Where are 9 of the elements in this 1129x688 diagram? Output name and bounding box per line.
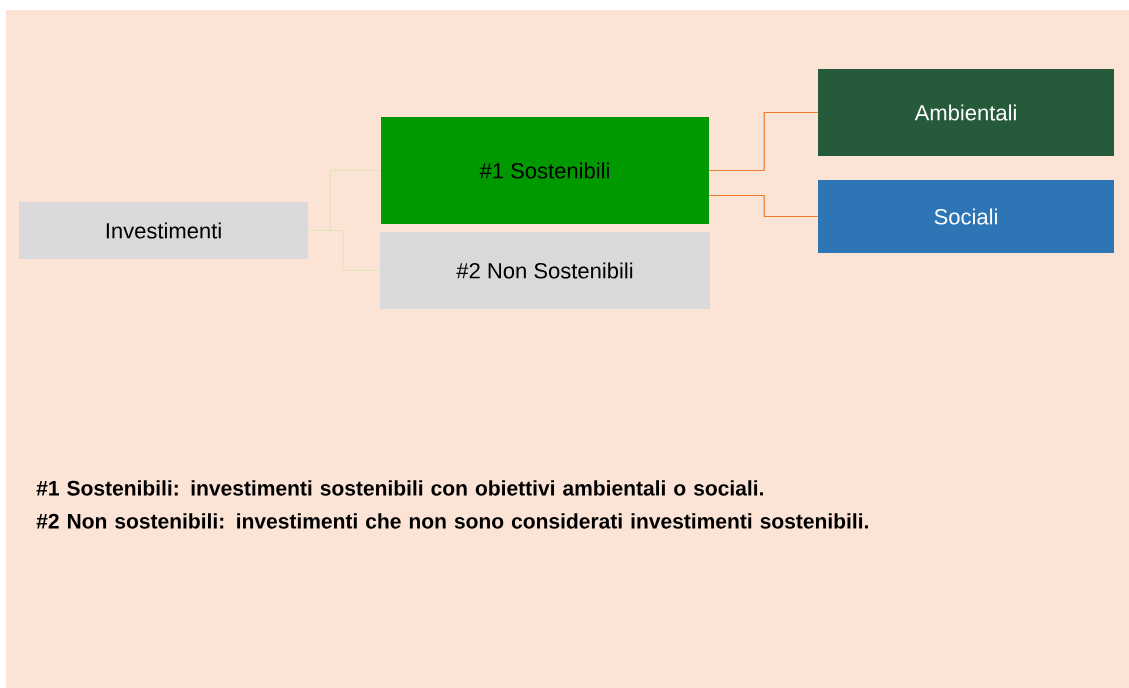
category-box: Investimenti <box>19 202 308 259</box>
category-box: Sociali <box>818 180 1114 253</box>
connector-line <box>307 229 381 272</box>
category-box: Ambientali <box>818 69 1114 156</box>
footnote-text: #1 Sostenibili: investimenti sostenibili con obiettivi ambientali o sociali. #2 Non sostenibili: investimenti che non sono considerati investimenti sostenibili. <box>36 480 868 529</box>
connector-line <box>708 111 819 172</box>
category-box: #2 Non Sostenibili <box>380 232 710 309</box>
category-box: #1 Sostenibili <box>381 117 709 224</box>
connector-line <box>708 194 819 218</box>
